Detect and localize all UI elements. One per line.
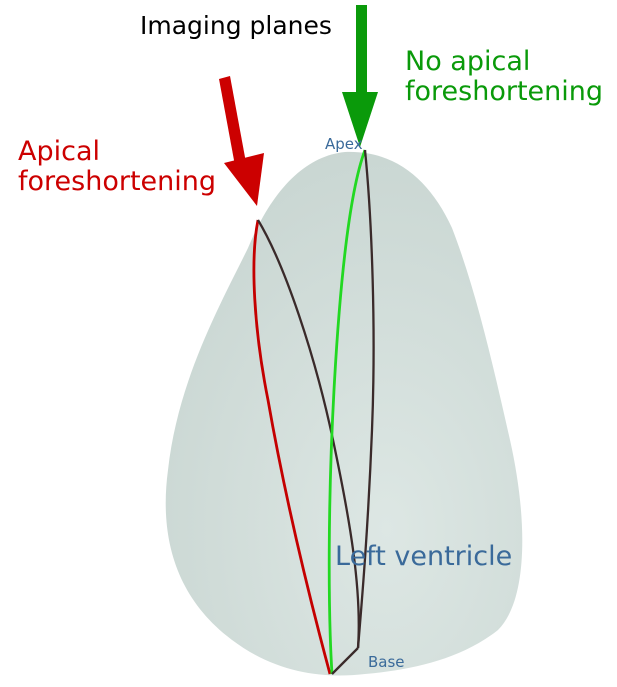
apex-label: Apex — [325, 135, 363, 153]
green-arrow-icon — [342, 5, 378, 147]
apical-line1: Apical — [18, 136, 101, 167]
foreshortened-plane-front — [252, 219, 332, 675]
red-arrow-icon — [219, 76, 264, 206]
no-apical-foreshortening-label: No apical foreshortening — [405, 46, 604, 108]
left-ventricle-label: Left ventricle — [335, 541, 513, 572]
apical-plane-front — [327, 149, 367, 675]
base-connector — [331, 647, 359, 675]
no-apical-line2: foreshortening — [405, 76, 604, 108]
left-ventricle-shape — [165, 151, 523, 676]
base-label: Base — [368, 653, 405, 671]
no-apical-line1: No apical — [405, 46, 531, 77]
apical-line2: foreshortening — [18, 166, 217, 198]
apical-plane-back — [356, 149, 375, 649]
imaging-planes-label: Imaging planes — [140, 11, 332, 40]
apical-foreshortening-label: Apical foreshortening — [18, 136, 217, 198]
